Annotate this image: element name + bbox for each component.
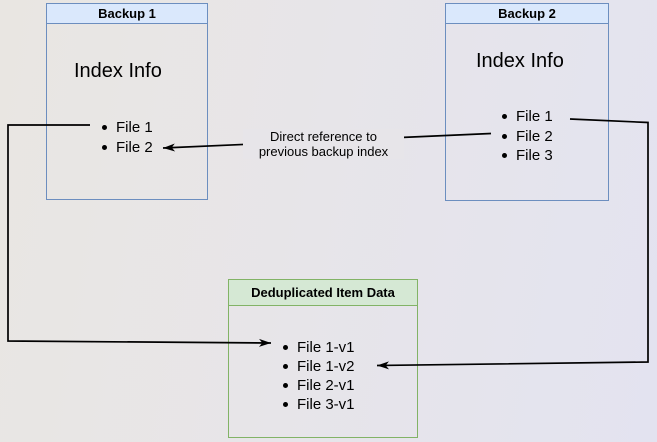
list-item: File 1-v1 bbox=[229, 338, 417, 357]
bullet-icon bbox=[283, 345, 288, 350]
bullet-icon bbox=[283, 402, 288, 407]
bullet-icon bbox=[283, 383, 288, 388]
dedup-title: Deduplicated Item Data bbox=[251, 285, 395, 300]
annotation-direct-reference: Direct reference to previous backup inde… bbox=[243, 129, 404, 159]
list-item: File 3 bbox=[446, 146, 608, 166]
backup2-title: Backup 2 bbox=[498, 6, 556, 21]
list-item: File 1 bbox=[446, 107, 608, 127]
bullet-icon bbox=[102, 144, 107, 150]
file-label: File 1 bbox=[116, 119, 153, 137]
list-item: File 2 bbox=[47, 138, 207, 158]
file-label: File 2 bbox=[116, 138, 153, 156]
bullet-icon bbox=[502, 153, 507, 159]
list-item: File 2-v1 bbox=[229, 376, 417, 395]
bullet-icon bbox=[502, 114, 507, 120]
file-label: File 3 bbox=[516, 147, 553, 165]
dedup-file-list: File 1-v1 File 1-v2 File 2-v1 File 3-v1 bbox=[229, 338, 417, 414]
bullet-icon bbox=[283, 364, 288, 369]
file-label: File 2 bbox=[516, 127, 553, 145]
backup1-subtitle: Index Info bbox=[74, 60, 162, 82]
file-version-label: File 2-v1 bbox=[297, 377, 355, 394]
annotation-line2: previous backup index bbox=[258, 144, 389, 159]
file-version-label: File 3-v1 bbox=[297, 396, 355, 413]
annotation-line1: Direct reference to bbox=[270, 129, 377, 144]
backup2-subtitle: Index Info bbox=[476, 50, 564, 72]
backup2-box: Backup 2 Index Info File 1 File 2 File 3 bbox=[445, 3, 609, 201]
file-version-label: File 1-v2 bbox=[297, 358, 355, 375]
file-label: File 1 bbox=[516, 108, 553, 126]
backup1-header: Backup 1 bbox=[47, 4, 207, 24]
backup1-box: Backup 1 Index Info File 1 File 2 bbox=[46, 3, 208, 200]
dedup-header: Deduplicated Item Data bbox=[229, 280, 417, 306]
file-version-label: File 1-v1 bbox=[297, 339, 355, 356]
backup2-file-list: File 1 File 2 File 3 bbox=[446, 107, 608, 166]
backup1-title: Backup 1 bbox=[98, 6, 156, 21]
list-item: File 1-v2 bbox=[229, 357, 417, 376]
backup1-file-list: File 1 File 2 bbox=[47, 118, 207, 157]
dedup-box: Deduplicated Item Data File 1-v1 File 1-… bbox=[228, 279, 418, 438]
bullet-icon bbox=[102, 125, 107, 131]
bullet-icon bbox=[502, 133, 507, 139]
backup2-header: Backup 2 bbox=[446, 4, 608, 24]
list-item: File 2 bbox=[446, 127, 608, 147]
list-item: File 3-v1 bbox=[229, 395, 417, 414]
list-item: File 1 bbox=[47, 118, 207, 138]
